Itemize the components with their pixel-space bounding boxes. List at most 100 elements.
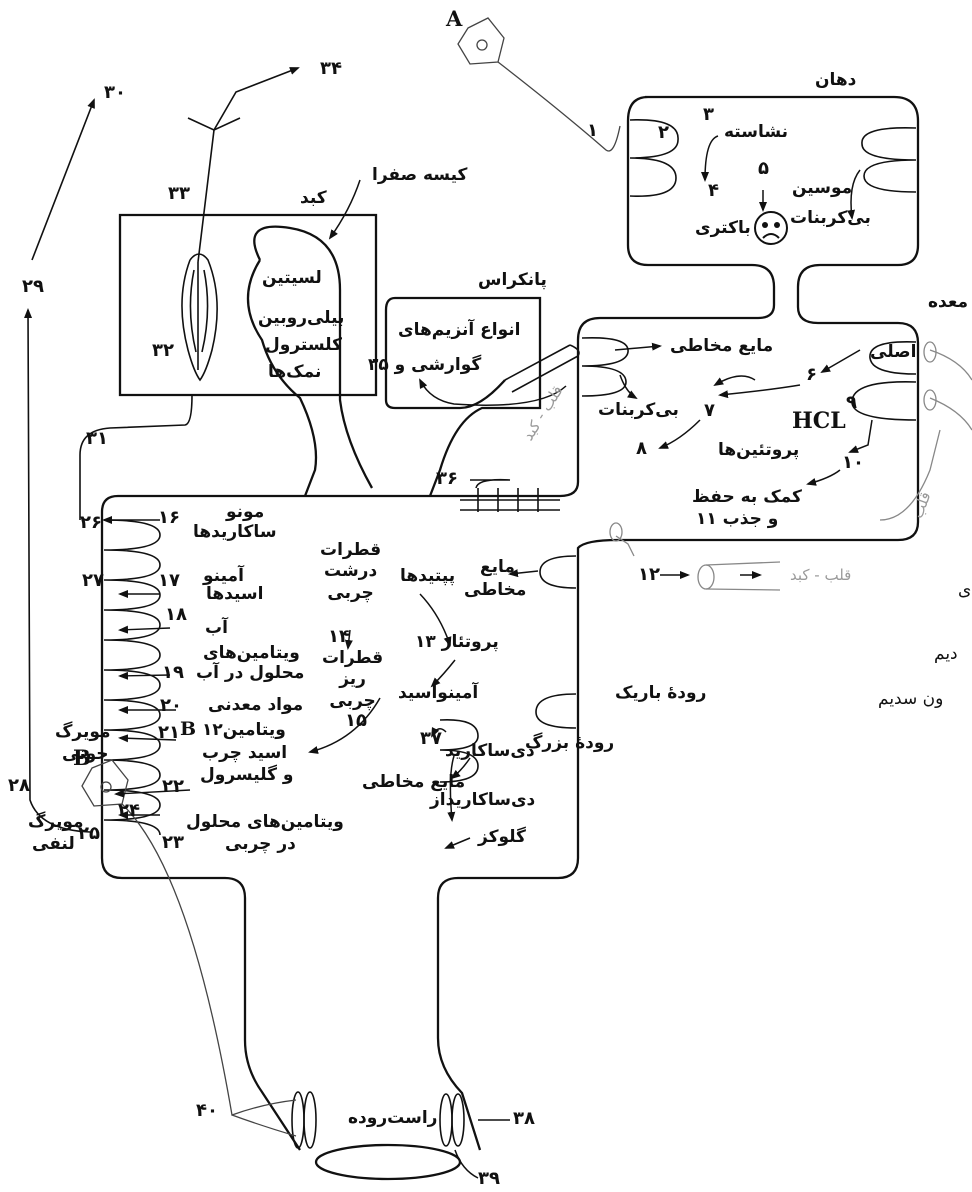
vitamins-line2: محلول در آب (196, 663, 304, 683)
large-fat-line3: چربی (320, 583, 381, 604)
pancreas-label: پانکراس (478, 270, 547, 290)
num-21: ۲۱ (158, 722, 180, 744)
intestine-mucus-line1: مایع (480, 557, 515, 577)
stomach-label: معده (928, 292, 968, 312)
proteins-label: پروتئین‌ها (718, 440, 799, 460)
faded-heart-liver-2: قلب - کبد (790, 566, 851, 584)
mouth-label: دهان (815, 70, 856, 90)
fatty-acid-line2: و گلیسرول (200, 765, 293, 785)
blood-vessel (32, 100, 94, 260)
num-33: ۳۳ (168, 183, 190, 205)
protease-label: پروتئاز ۱۳ (415, 632, 499, 652)
portal-vein (80, 395, 192, 520)
neuron-a-label: A (446, 6, 462, 31)
num-2: ۲ (658, 122, 669, 144)
lymph-capillary-line2: لنفی (32, 834, 75, 854)
num-24: ۲۴ (118, 800, 140, 822)
num-22: ۲۲ (162, 776, 184, 798)
num-37: ۳۷ (420, 728, 442, 750)
blood-capillary-line1: مویرگ (55, 722, 111, 742)
small-fat-line2: ریز (322, 669, 383, 690)
num-30: ۳۰ (104, 82, 126, 104)
rectum-ring-3 (440, 1094, 452, 1146)
num-19: ۱۹ (162, 662, 184, 684)
vitamin-b12-label: ویتامین۱۲ (202, 720, 286, 740)
bile-lecithin: لسیتین (262, 268, 322, 288)
num-14: ۱۴ (328, 626, 350, 648)
bile-cholesterol: کلسترول (265, 335, 342, 355)
lymph-capillary-line1: مویرگ (28, 812, 84, 832)
rectum-ring-4 (452, 1094, 464, 1146)
help-label: کمک به حفظ (692, 487, 802, 507)
stomach-bicarbonate-label: بی‌کربنات (598, 400, 679, 420)
process-arrows (310, 136, 872, 1178)
sad-face-icon (753, 210, 789, 246)
rectum-ring-2 (304, 1092, 316, 1148)
large-fat-line2: درشت (320, 561, 381, 582)
num-25: ۲۵ (78, 823, 100, 845)
num-10: ۱۰ (842, 452, 864, 474)
fatty-acid-line1: اسید چرب (202, 743, 287, 763)
small-fat-droplets: قطرات ریز چربی (322, 648, 383, 712)
rectum-opening (316, 1145, 460, 1179)
fat-vitamins-line1: ویتامین‌های محلول (186, 812, 344, 832)
disaccharidase-label: دی‌ساکاریداز (430, 790, 535, 810)
num-15: ۱۵ (345, 710, 367, 732)
small-fat-line3: چربی (322, 691, 383, 712)
num-29: ۲۹ (22, 276, 44, 298)
pancreas-tube (505, 345, 579, 392)
hcl-label: HCL (792, 408, 846, 434)
bile-bilirubin: بیلی‌روبین (258, 308, 344, 328)
minerals-label: مواد معدنی (208, 695, 303, 715)
small-intestine-villi (104, 520, 160, 835)
water-label: آب (205, 618, 228, 638)
cut-text-3: ون سدیم (878, 689, 943, 709)
num-4: ۴ (708, 180, 719, 202)
large-fat-line1: قطرات (320, 540, 381, 561)
num-38: ۳۸ (513, 1108, 535, 1130)
glucose-label: گلوکز (478, 827, 526, 847)
num-3: ۳ (703, 104, 714, 126)
villus-drawing (182, 254, 217, 380)
num-1: ۱ (587, 120, 598, 142)
num-18: ۱۸ (165, 604, 187, 626)
num-12: ۱۲ (638, 564, 660, 586)
num-31: ۳۱ (86, 428, 108, 450)
small-fat-line1: قطرات (322, 648, 383, 669)
num-36: ۳۶ (436, 468, 458, 490)
colon-mucus-label: مایع مخاطی (362, 772, 465, 792)
num-27: ۲۷ (82, 570, 104, 592)
bacteria-label: باکتری (695, 218, 751, 238)
cut-text-1: ی (958, 580, 971, 600)
num-7: ۷ (704, 400, 715, 422)
num-8: ۸ (636, 438, 647, 460)
num-39: ۳۹ (478, 1168, 500, 1190)
num-23: ۲۳ (162, 832, 184, 854)
amino-acid-label: آمینواسید (398, 683, 478, 703)
blood-capillary-line2: خونی (62, 744, 109, 764)
num-20: ۲۰ (160, 695, 182, 717)
num-40: ۴۰ (196, 1100, 218, 1122)
enzymes-line2: گوارشی و ۳۵ (368, 355, 481, 375)
num-34: ۳۴ (320, 58, 342, 80)
num-6: ۶ (806, 364, 817, 386)
num-28: ۲۸ (8, 775, 30, 797)
large-intestine-label: رودهٔ بزرگ (525, 733, 614, 753)
large-fat-droplets: قطرات درشت چربی (320, 540, 381, 604)
b12-letter: B (180, 718, 196, 741)
num-16: ۱۶ (158, 507, 180, 529)
help2-label: و جذب ۱۱ (696, 509, 778, 529)
num-26: ۲۶ (80, 512, 102, 534)
hepatic-vein (198, 68, 298, 262)
small-intestine-label: رودهٔ باریک (615, 683, 706, 703)
mono-line1: مونو (226, 502, 264, 522)
gallbladder-label: کیسه صفرا (372, 165, 467, 185)
num-9: ۹ (846, 392, 857, 414)
starch-label: نشاسته (724, 122, 788, 142)
liver-label: کبد (300, 188, 327, 208)
stomach-mucus-label: مایع مخاطی (670, 336, 773, 356)
intestine-mucus-line2: مخاطی (464, 580, 526, 600)
mucin-label: موسین (792, 178, 852, 198)
rectum-label: راست‌روده (348, 1108, 437, 1128)
